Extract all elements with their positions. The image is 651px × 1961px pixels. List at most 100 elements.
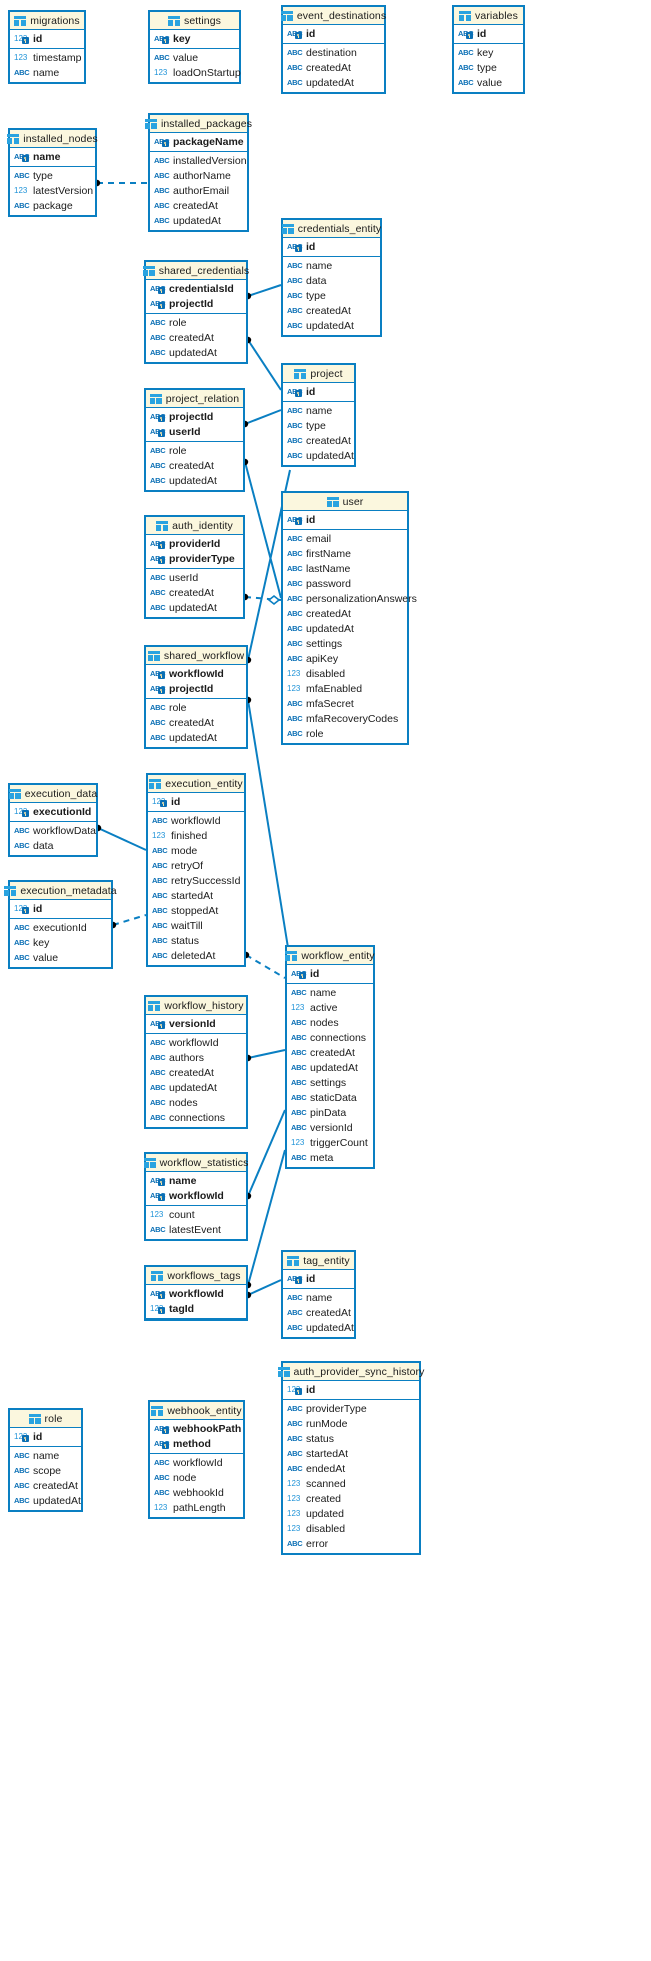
pk-column-tag_entity-id[interactable]: ABCid xyxy=(283,1271,354,1286)
pk-column-shared_credentials-credentialsId[interactable]: ABCcredentialsId xyxy=(146,281,246,296)
table-header-shared_workflow[interactable]: shared_workflow xyxy=(146,647,246,665)
pk-column-installed_packages-packageName[interactable]: ABCpackageName xyxy=(150,134,247,149)
table-header-auth_provider_sync_history[interactable]: auth_provider_sync_history xyxy=(277,1363,424,1381)
pk-column-webhook_entity-webhookPath[interactable]: ABCwebhookPath xyxy=(150,1421,243,1436)
table-workflows_tags[interactable]: workflows_tagsABCworkflowId123tagId xyxy=(144,1265,248,1321)
table-project_relation[interactable]: project_relationABCprojectIdABCuserIdABC… xyxy=(144,388,245,492)
table-header-tag_entity[interactable]: tag_entity xyxy=(283,1252,354,1270)
table-settings[interactable]: settingsABCkeyABCvalue123loadOnStartup xyxy=(148,10,241,84)
table-header-workflow_history[interactable]: workflow_history xyxy=(146,997,246,1015)
table-auth_identity[interactable]: auth_identityABCproviderIdABCproviderTyp… xyxy=(144,515,245,619)
table-header-auth_identity[interactable]: auth_identity xyxy=(146,517,243,535)
pk-column-user-id[interactable]: ABCid xyxy=(283,512,407,527)
table-project[interactable]: projectABCidABCnameABCtypeABCcreatedAtAB… xyxy=(281,363,356,467)
pk-column-shared_workflow-projectId[interactable]: ABCprojectId xyxy=(146,681,246,696)
table-shared_workflow[interactable]: shared_workflowABCworkflowIdABCprojectId… xyxy=(144,645,248,749)
table-header-execution_entity[interactable]: execution_entity xyxy=(148,775,244,793)
table-header-workflow_entity[interactable]: workflow_entity xyxy=(285,947,375,965)
pk-column-project-id[interactable]: ABCid xyxy=(283,384,354,399)
table-credentials_entity[interactable]: credentials_entityABCidABCnameABCdataABC… xyxy=(281,218,382,337)
table-installed_nodes[interactable]: installed_nodesABCnameABCtype123latestVe… xyxy=(7,128,98,217)
table-event_destinations[interactable]: event_destinationsABCidABCdestinationABC… xyxy=(280,5,386,94)
table-header-installed_packages[interactable]: installed_packages xyxy=(144,115,252,133)
table-header-user[interactable]: user xyxy=(283,493,407,511)
table-workflow_history[interactable]: workflow_historyABCversionIdABCworkflowI… xyxy=(144,995,248,1129)
table-header-execution_metadata[interactable]: execution_metadata xyxy=(4,882,117,900)
table-workflow_statistics[interactable]: workflow_statisticsABCnameABCworkflowId1… xyxy=(143,1152,248,1241)
table-shared_credentials[interactable]: shared_credentialsABCcredentialsIdABCpro… xyxy=(142,260,249,364)
table-tag_entity[interactable]: tag_entityABCidABCnameABCcreatedAtABCupd… xyxy=(281,1250,356,1339)
